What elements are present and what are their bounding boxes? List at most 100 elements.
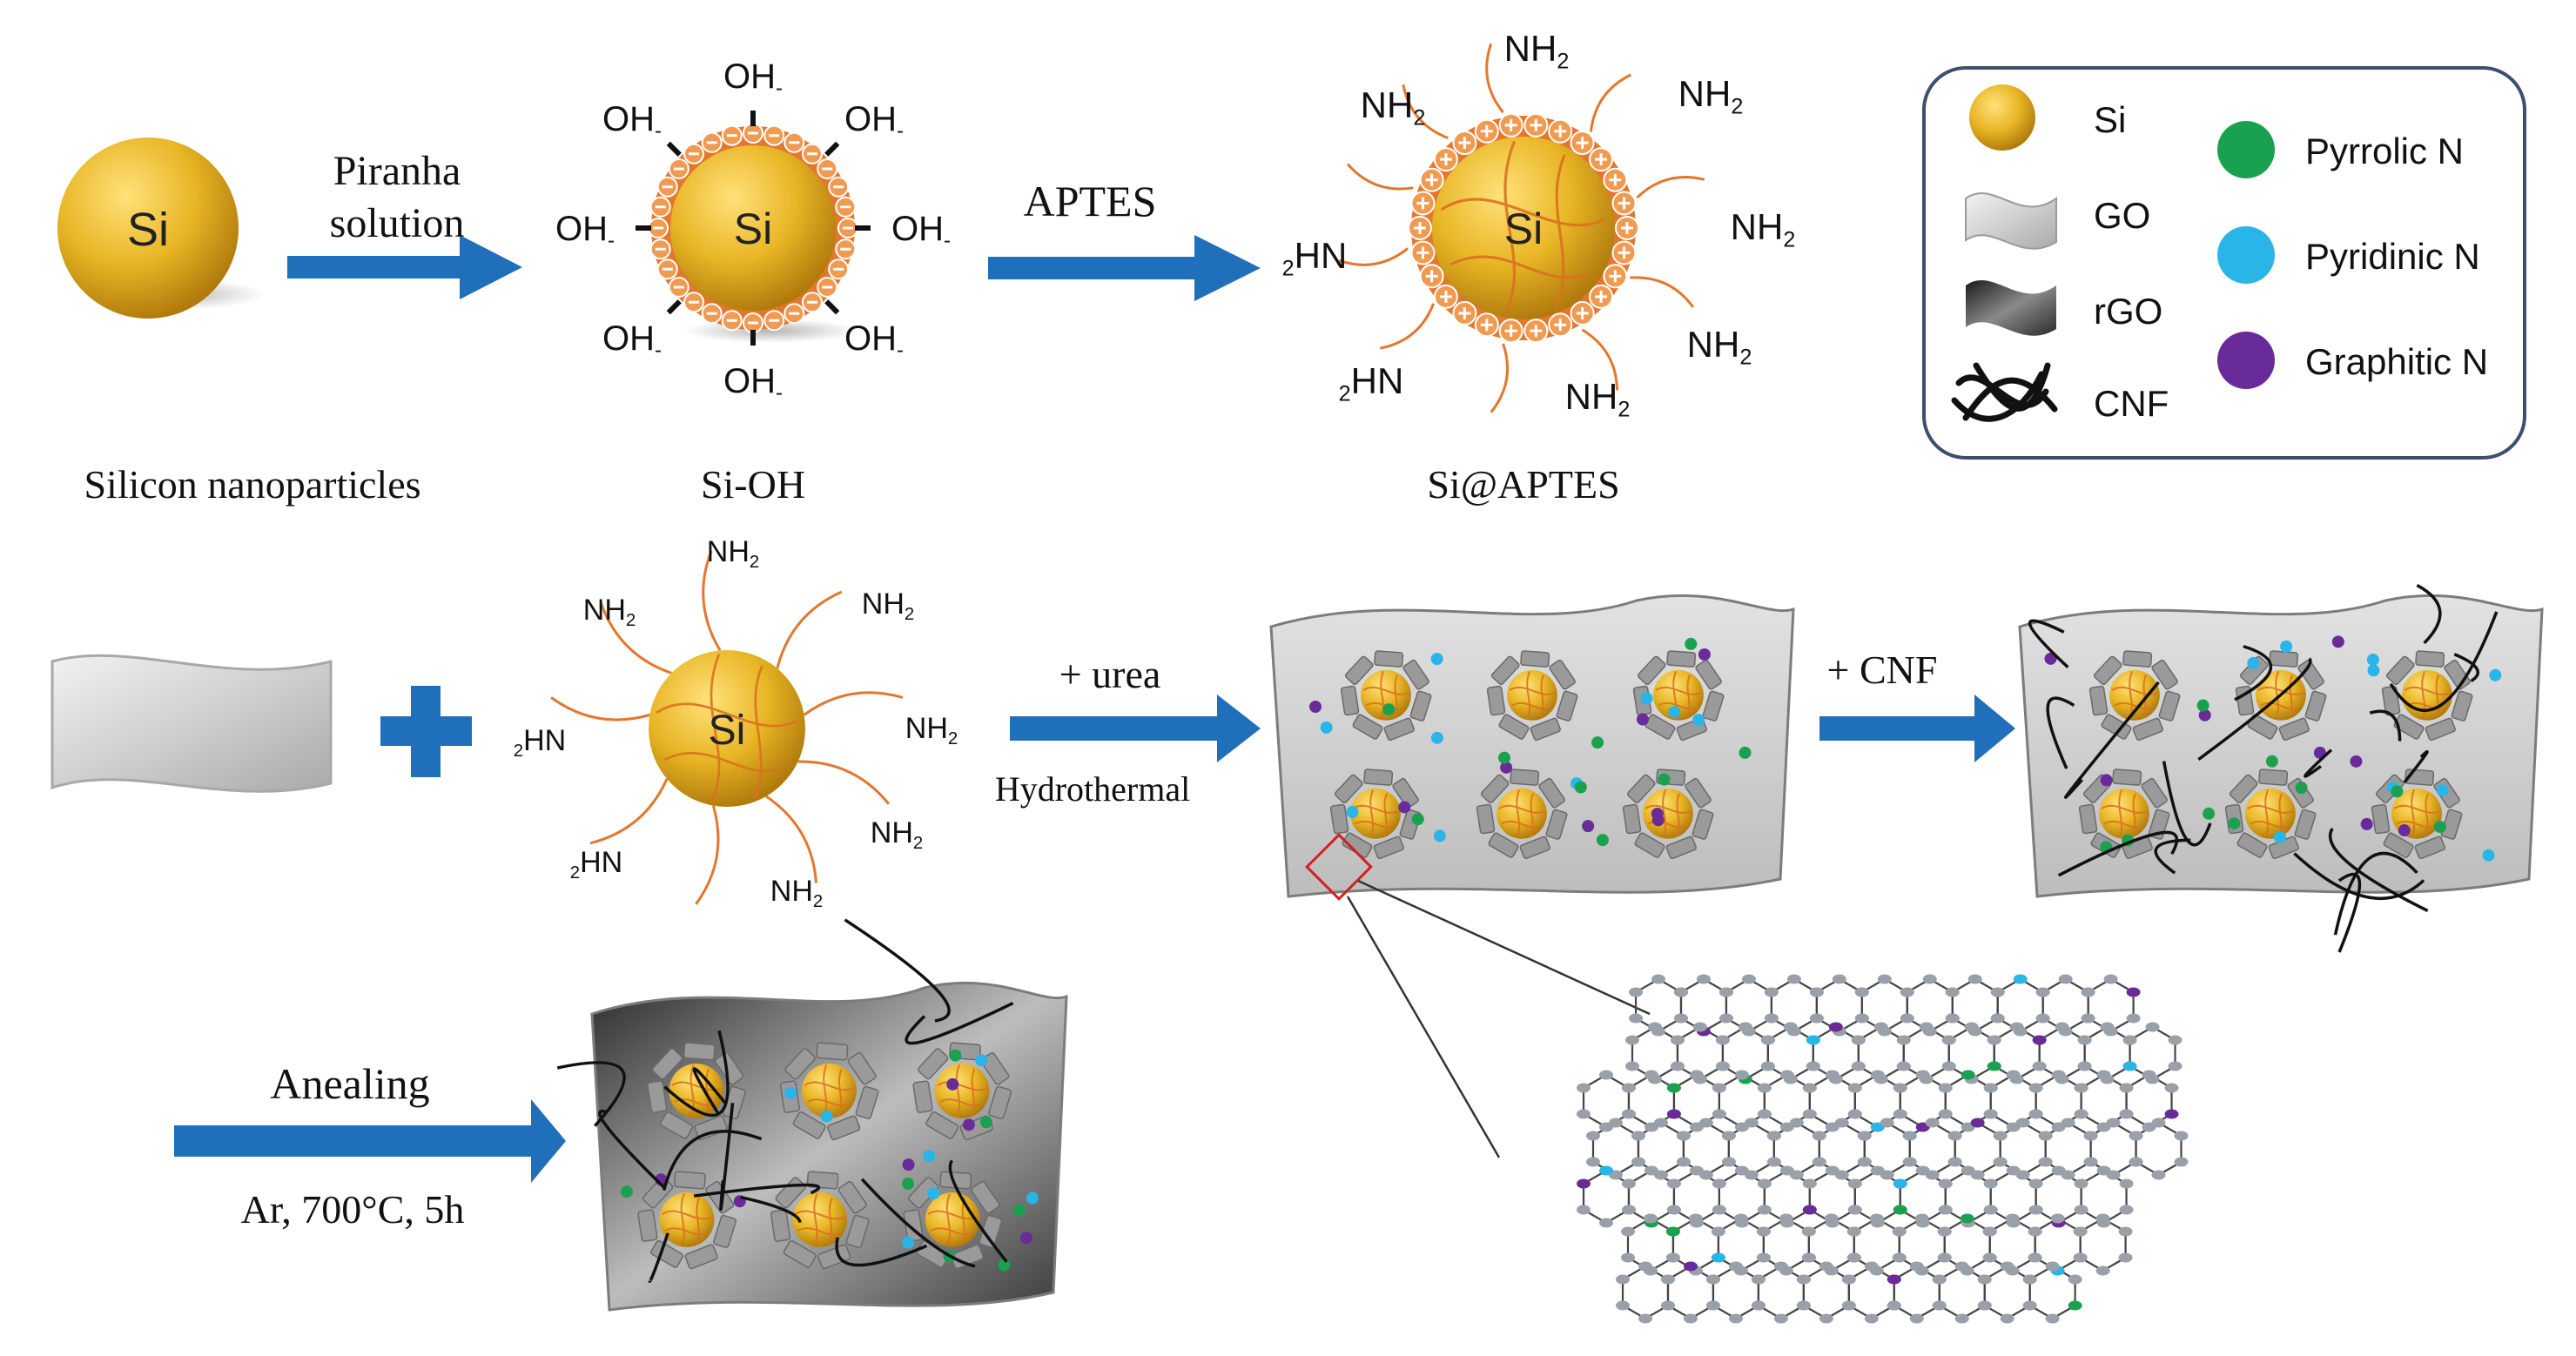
wrapping-flake [2371, 803, 2391, 835]
lattice-atom [1887, 1274, 1901, 1285]
wrapping-flake [1481, 774, 1510, 803]
lattice-atom [2005, 1213, 2020, 1224]
lattice-atom [1660, 1274, 1675, 1285]
wrapping-flake [1549, 659, 1576, 690]
lattice-atom [1841, 1274, 1856, 1285]
lattice-atom [1621, 1083, 1636, 1093]
wrapping-flake [1638, 655, 1666, 685]
lattice-atom [1644, 1165, 1658, 1176]
lattice-atom [2096, 1070, 2111, 1080]
lattice-atom [2151, 1118, 2166, 1128]
nitrogen-dopant [2367, 664, 2380, 677]
hex-ring [1818, 1121, 1866, 1177]
wrapping-flake [1510, 769, 1540, 786]
amine-label: NH2 [1504, 28, 1570, 73]
nitrogen-dopant [2100, 774, 2113, 787]
aptes-chain [1589, 73, 1631, 132]
lattice-atom [1915, 1070, 1930, 1080]
lattice-atom [2083, 1131, 2098, 1141]
oh-bond [824, 299, 840, 315]
lattice-atom [1851, 1061, 1866, 1071]
nitrogen-dopant [2391, 785, 2404, 798]
step-piranha-line1: Piranha [333, 148, 461, 194]
wrapping-flake [2440, 809, 2463, 840]
oh-group-label: OH- [555, 210, 615, 252]
wrapping-flake [2151, 659, 2178, 690]
oh-group-label: OH- [723, 57, 783, 100]
lattice-atom [1621, 1205, 1636, 1215]
hex-ring [2028, 1265, 2076, 1320]
lattice-atom [1812, 1131, 1826, 1141]
wrapping-flake [1545, 809, 1568, 840]
wrapping-flake [817, 1244, 851, 1270]
lattice-atom [1773, 1313, 1788, 1324]
lattice-atom [2095, 1265, 2110, 1276]
wrapping-flake [637, 1209, 658, 1242]
lattice-atom [1990, 987, 2005, 997]
oh-group-label: OH- [891, 210, 951, 252]
wrapping-flake [1340, 685, 1360, 716]
lattice-atom [1970, 1118, 1985, 1128]
hex-ring [2135, 1121, 2183, 1177]
wrapping-flake [1363, 769, 1394, 786]
wrapping-flake [1634, 832, 1665, 858]
nitrogen-dopant [1640, 692, 1653, 705]
nitrogen-dopant [946, 1077, 959, 1091]
core-texture [937, 1064, 987, 1118]
wrapping-flake [845, 1214, 870, 1248]
lattice-atom [2068, 1300, 2082, 1311]
lattice-atom [2164, 1109, 2179, 1119]
amine-label: NH2 [905, 712, 958, 748]
si-core [802, 1063, 857, 1118]
wrapping-flake [2415, 650, 2445, 668]
core-texture [2257, 670, 2304, 720]
lattice-atom [1893, 1083, 1907, 1093]
nitrogen-dopant [1582, 820, 1595, 833]
lattice-atom [1938, 1109, 1953, 1119]
nitrogen-dopant [2247, 656, 2260, 669]
lattice-atom [2045, 1313, 2060, 1324]
lattice-atom [1779, 1070, 1794, 1080]
lattice-atom [1738, 1022, 1752, 1032]
wrapping-flake [1402, 659, 1429, 690]
lattice-atom [2000, 1313, 2014, 1324]
wrapping-flake [715, 1051, 744, 1085]
step-annealing-conditions: Ar, 700°C, 5h [241, 1187, 465, 1232]
lattice-atom [1925, 1118, 1940, 1128]
arrow-cnf [1819, 695, 2015, 762]
lattice-atom [2038, 1157, 2053, 1167]
lattice-atom [1987, 1035, 2001, 1045]
nitrogen-dopant [1498, 751, 1510, 764]
lattice-atom [2028, 1226, 2042, 1237]
si-core [792, 1192, 848, 1247]
lattice-atom [1577, 1205, 1591, 1215]
wrapping-flake [2078, 803, 2098, 835]
lattice-atom [2118, 1226, 2133, 1237]
lattice-atom [1638, 1261, 1652, 1272]
lattice-atom [2035, 987, 2050, 997]
lattice-atom [1586, 1157, 1600, 1167]
lattice-atom [1864, 1261, 1879, 1272]
lattice-atom [2028, 1109, 2043, 1119]
lattice-atom [1786, 974, 1801, 984]
nitrogen-dopant [1026, 1192, 1039, 1205]
lattice-atom [1983, 1178, 1998, 1189]
lattice-atom [1941, 1061, 1956, 1071]
arrow-piranha [287, 235, 522, 299]
carbon-nanofiber [2389, 611, 2499, 712]
wrapping-flake [2158, 690, 2181, 722]
hex-ring [1863, 1121, 1911, 1177]
lattice-atom [1900, 987, 1914, 997]
lattice-atom [1983, 1109, 1998, 1119]
lattice-atom [1914, 1213, 1929, 1224]
si-core [1432, 137, 1615, 319]
wrapping-flake [684, 1244, 718, 1270]
carbon-nanofiber [2333, 851, 2418, 936]
wrapping-flake [770, 1209, 791, 1242]
wrapping-flake [2258, 769, 2289, 786]
lattice-atom [1857, 1131, 1872, 1141]
aptes-chain [797, 760, 890, 805]
lattice-atom [2103, 974, 2118, 984]
lattice-atom [1764, 987, 1779, 997]
